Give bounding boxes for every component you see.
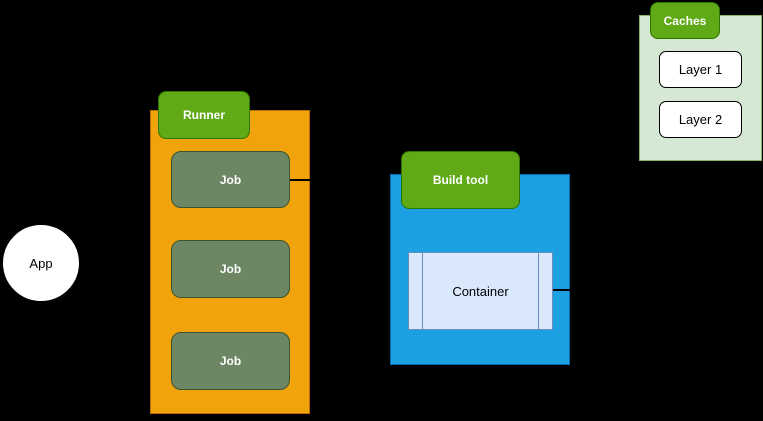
connector-job-stub — [290, 179, 311, 181]
layer-node: Layer 2 — [659, 101, 742, 138]
job-node: Job — [171, 332, 290, 390]
process-bar-left — [422, 253, 423, 329]
connector-container-stub — [553, 289, 571, 291]
container-node-label: Container — [452, 283, 509, 299]
build-tool-label: Build tool — [401, 151, 520, 209]
process-bar-right — [538, 253, 539, 329]
runner-label: Runner — [158, 91, 250, 139]
job-node: Job — [171, 151, 290, 208]
app-node: App — [2, 224, 80, 302]
job-node: Job — [171, 240, 290, 298]
container-node: Container — [408, 252, 553, 330]
layer-node: Layer 1 — [659, 51, 742, 88]
caches-container — [639, 15, 762, 161]
caches-label: Caches — [650, 2, 720, 39]
